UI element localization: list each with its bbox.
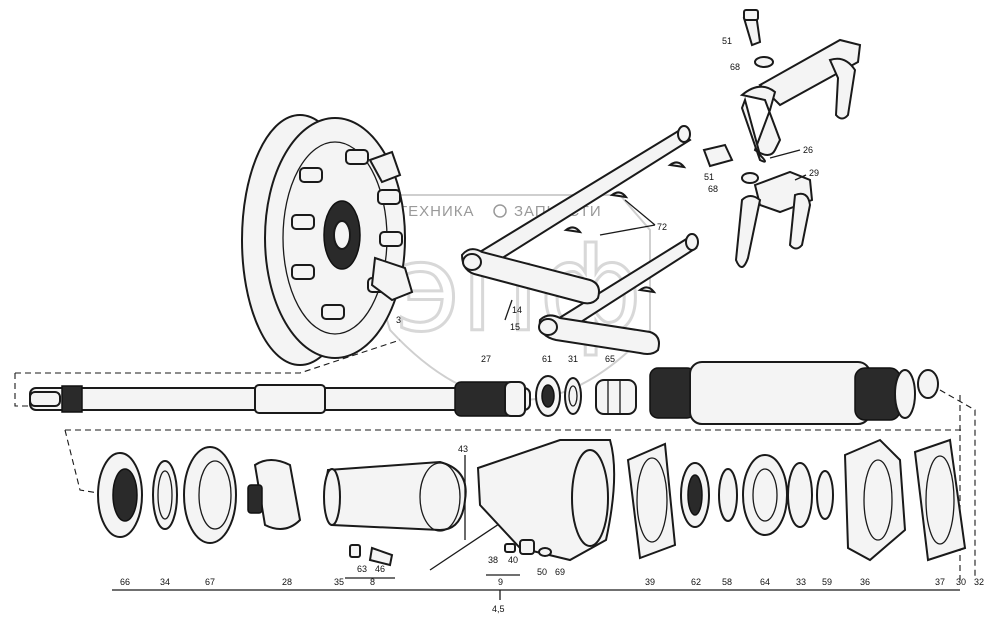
label-3: 3 [396, 315, 401, 325]
label-9: 9 [498, 577, 503, 587]
label-61: 61 [542, 354, 552, 364]
label-59: 59 [822, 577, 832, 587]
shift-rods [460, 125, 699, 355]
label-51-mid: 51 [704, 172, 714, 182]
label-28: 28 [282, 577, 292, 587]
label-37: 37 [935, 577, 945, 587]
label-29: 29 [809, 168, 819, 178]
label-26: 26 [803, 145, 813, 155]
label-14: 14 [512, 305, 522, 315]
label-39: 39 [645, 577, 655, 587]
label-68: 68 [730, 62, 740, 72]
lower-assembly-row [64, 429, 967, 600]
label-58: 58 [722, 577, 732, 587]
label-46: 46 [375, 564, 385, 574]
label-69: 69 [555, 567, 565, 577]
clutch-assembly [241, 114, 414, 366]
label-68-mid: 68 [708, 184, 718, 194]
label-34: 34 [160, 577, 170, 587]
label-38: 38 [488, 555, 498, 565]
label-62: 62 [691, 577, 701, 587]
label-72: 72 [657, 222, 667, 232]
shift-forks [702, 9, 862, 268]
label-32: 32 [974, 577, 984, 587]
label-27: 27 [481, 354, 491, 364]
label-50: 50 [537, 567, 547, 577]
label-4-5: 4,5 [492, 604, 505, 614]
label-35: 35 [334, 577, 344, 587]
part-labels: 51 68 26 29 51 68 72 14 15 3 27 61 31 65… [120, 36, 984, 614]
label-66: 66 [120, 577, 130, 587]
label-63: 63 [357, 564, 367, 574]
label-40: 40 [508, 555, 518, 565]
label-51: 51 [722, 36, 732, 46]
gear-icon [493, 204, 507, 218]
label-8: 8 [370, 577, 375, 587]
upper-shaft-row [14, 339, 976, 580]
label-31: 31 [568, 354, 578, 364]
label-43: 43 [458, 444, 468, 454]
watermark-text-left: ТЕХНИКА [398, 203, 475, 220]
label-67: 67 [205, 577, 215, 587]
label-65: 65 [605, 354, 615, 364]
label-64: 64 [760, 577, 770, 587]
label-36: 36 [860, 577, 870, 587]
label-15: 15 [510, 322, 520, 332]
label-30: 30 [956, 577, 966, 587]
label-33: 33 [796, 577, 806, 587]
